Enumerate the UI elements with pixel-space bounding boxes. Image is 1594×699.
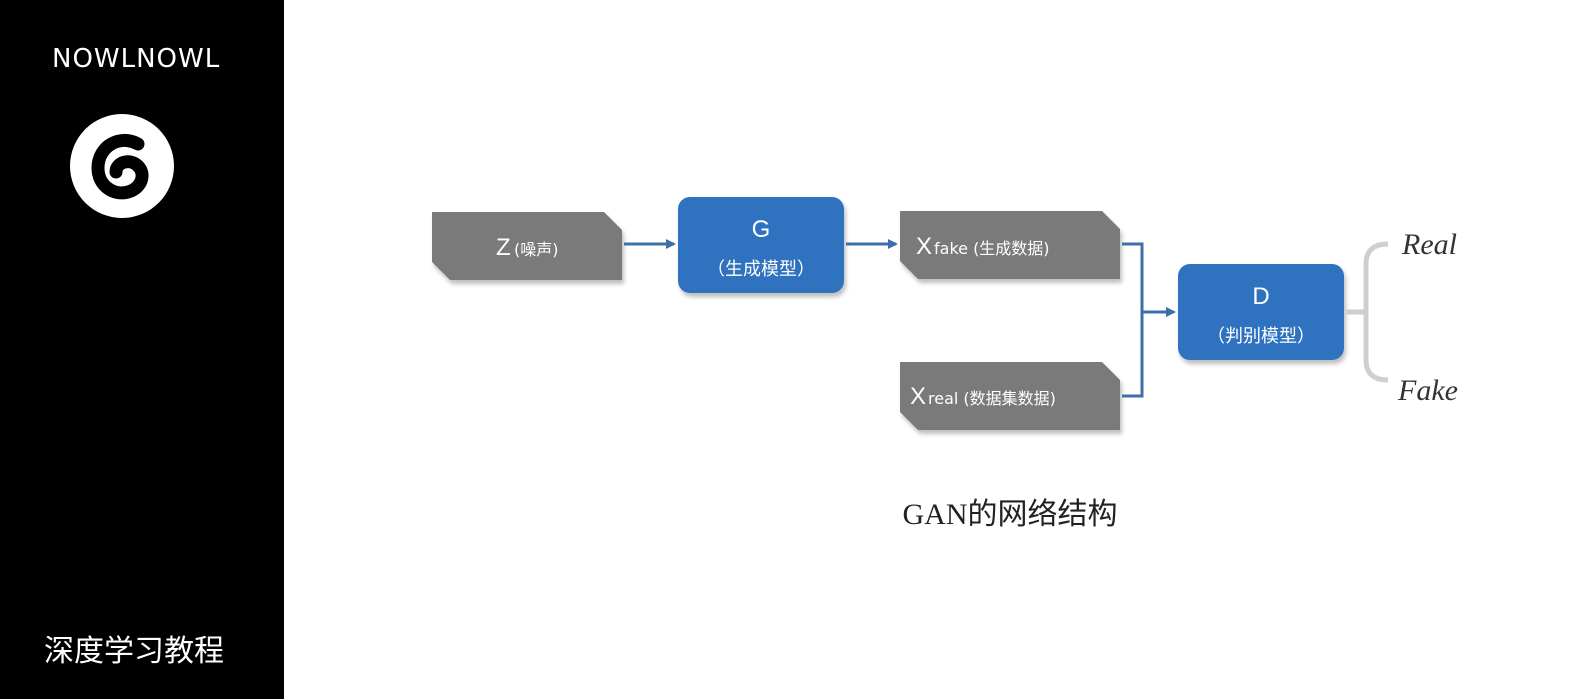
discriminator-label: D xyxy=(1252,283,1269,310)
generator-sublabel: （生成模型） xyxy=(707,259,815,280)
generator-label: G xyxy=(752,216,771,243)
diagram-caption: GAN的网络结构 xyxy=(903,498,1118,531)
course-title: 深度学习教程 xyxy=(44,634,224,669)
x-fake-sublabel: fake (生成数据) xyxy=(934,239,1050,258)
z-label: Z xyxy=(496,234,511,261)
gan-diagram: Z (噪声) G （生成模型） X fake (生成数据) X real (数据… xyxy=(432,197,1458,531)
output-real-label: Real xyxy=(1401,228,1457,261)
x-fake-label: X xyxy=(916,233,932,260)
slide-content: Z (噪声) G （生成模型） X fake (生成数据) X real (数据… xyxy=(284,0,1594,699)
output-bracket xyxy=(1363,241,1389,383)
x-real-node: X real (数据集数据) xyxy=(900,362,1120,430)
sidebar: NOWLNOWL 深度学习教程 xyxy=(0,0,284,699)
x-fake-node: X fake (生成数据) xyxy=(900,211,1120,279)
generator-node: G （生成模型） xyxy=(678,197,844,293)
z-sublabel: (噪声) xyxy=(514,240,559,259)
brand-logo-icon xyxy=(70,114,174,218)
x-real-sublabel: real (数据集数据) xyxy=(928,389,1056,408)
discriminator-node: D （判别模型） xyxy=(1178,264,1344,360)
z-noise-node: Z (噪声) xyxy=(432,212,622,280)
x-real-label: X xyxy=(910,383,926,410)
brand-logotype: NOWLNOWL xyxy=(52,44,221,74)
output-fake-label: Fake xyxy=(1397,374,1458,407)
discriminator-sublabel: （判别模型） xyxy=(1207,326,1315,347)
merge-connector xyxy=(1122,242,1144,398)
